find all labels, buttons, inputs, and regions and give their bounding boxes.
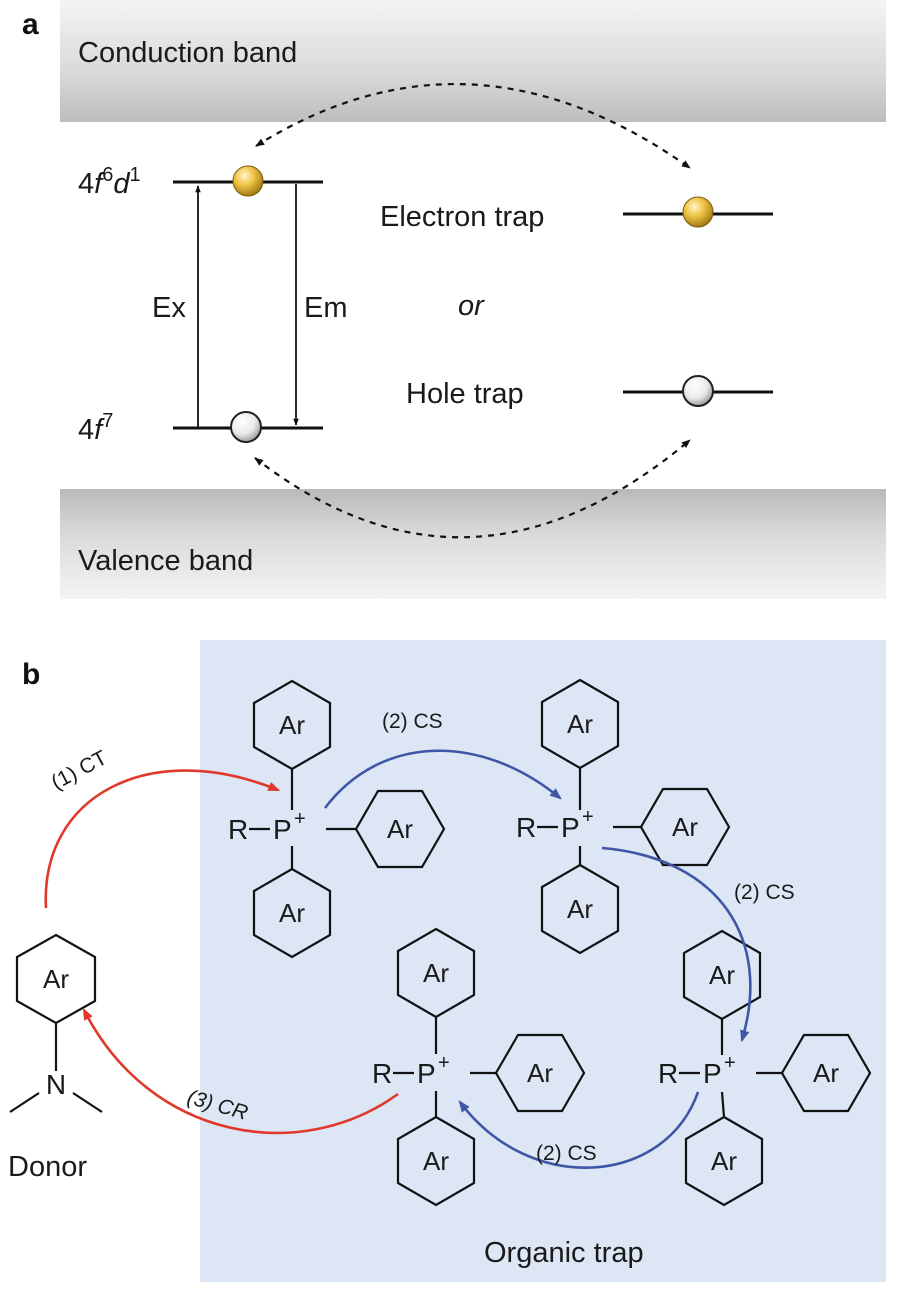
donor-molecule: Ar N Donor xyxy=(8,933,103,1183)
nitrogen-label: N xyxy=(46,1069,66,1100)
ar-label: Ar xyxy=(709,960,735,990)
charge-label: + xyxy=(582,806,594,828)
phosphonium-2: Ar Ar Ar R P + xyxy=(516,678,731,955)
ar-label: Ar xyxy=(567,709,593,739)
cs-label-3: (2) CS xyxy=(536,1142,597,1165)
organic-trap-label: Organic trap xyxy=(484,1237,644,1269)
phosphonium-3: Ar Ar Ar R P + xyxy=(372,927,586,1207)
excitation-label: Ex xyxy=(152,292,186,324)
methyl-bond-left xyxy=(9,1092,40,1113)
cr-arrow xyxy=(82,1007,399,1135)
phosphorus-label: P xyxy=(417,1058,436,1089)
electron-trap-label: Electron trap xyxy=(380,201,544,233)
phosphorus-label: P xyxy=(703,1058,722,1089)
hole-trap-label: Hole trap xyxy=(406,378,524,410)
ar-label: Ar xyxy=(527,1058,553,1088)
ar-label: Ar xyxy=(423,958,449,988)
ar-label: Ar xyxy=(423,1146,449,1176)
conduction-band-label: Conduction band xyxy=(78,37,297,69)
ar-ring-bottom xyxy=(252,867,332,959)
r-group-label: R xyxy=(372,1058,392,1089)
ground-state-label: 4f7 xyxy=(78,410,113,446)
panel-a-letter: a xyxy=(22,8,39,41)
phosphorus-label: P xyxy=(561,812,580,843)
donor-ar-label: Ar xyxy=(43,964,69,994)
phosphorus-label: P xyxy=(273,814,292,845)
ar-label: Ar xyxy=(813,1058,839,1088)
charge-label: + xyxy=(438,1052,450,1074)
r-group-label: R xyxy=(658,1058,678,1089)
cs-label-2: (2) CS xyxy=(734,881,795,904)
ct-arrow xyxy=(44,769,281,909)
ar-label: Ar xyxy=(387,814,413,844)
ar-label: Ar xyxy=(711,1146,737,1176)
ct-label: (1) CT xyxy=(48,746,111,794)
or-label: or xyxy=(458,290,485,322)
r-group-label: R xyxy=(516,812,536,843)
r-group-label: R xyxy=(228,814,248,845)
donor-label: Donor xyxy=(8,1151,87,1183)
conduction-band-region xyxy=(60,0,886,122)
electron-particle xyxy=(232,165,264,197)
cs-arrow-3 xyxy=(458,1091,700,1169)
excited-state-label: 4f6d1 xyxy=(78,164,141,200)
panel-a: a Conduction band Valence band 4f6d1 4f7… xyxy=(22,0,886,599)
emission-label: Em xyxy=(304,292,348,324)
panel-b-letter: b xyxy=(22,658,40,691)
cs-arrow-2 xyxy=(601,846,752,1043)
phosphonium-4: Ar Ar Ar R P + xyxy=(658,929,872,1207)
panel-b: b Organic trap Ar N Donor Ar Ar Ar R P xyxy=(8,640,886,1282)
phosphonium-1: Ar Ar Ar R P + xyxy=(228,679,446,959)
trapped-hole-particle xyxy=(682,375,714,407)
hole-particle xyxy=(230,411,262,443)
ar-label: Ar xyxy=(672,812,698,842)
ar-ring-bottom xyxy=(396,1115,476,1207)
charge-label: + xyxy=(294,808,306,830)
methyl-bond-right xyxy=(72,1092,103,1113)
ar-label: Ar xyxy=(279,898,305,928)
ar-ring-bottom xyxy=(684,1115,764,1207)
charge-label: + xyxy=(724,1052,736,1074)
ar-label: Ar xyxy=(279,710,305,740)
ar-ring-bottom xyxy=(540,863,620,955)
trapped-electron-particle xyxy=(682,196,714,228)
cs-arrow-1 xyxy=(323,749,562,809)
valence-band-label: Valence band xyxy=(78,545,253,577)
valence-band-region xyxy=(60,489,886,599)
ar-label: Ar xyxy=(567,894,593,924)
cs-label-1: (2) CS xyxy=(382,710,443,733)
p-bond-bottom xyxy=(720,1091,726,1118)
